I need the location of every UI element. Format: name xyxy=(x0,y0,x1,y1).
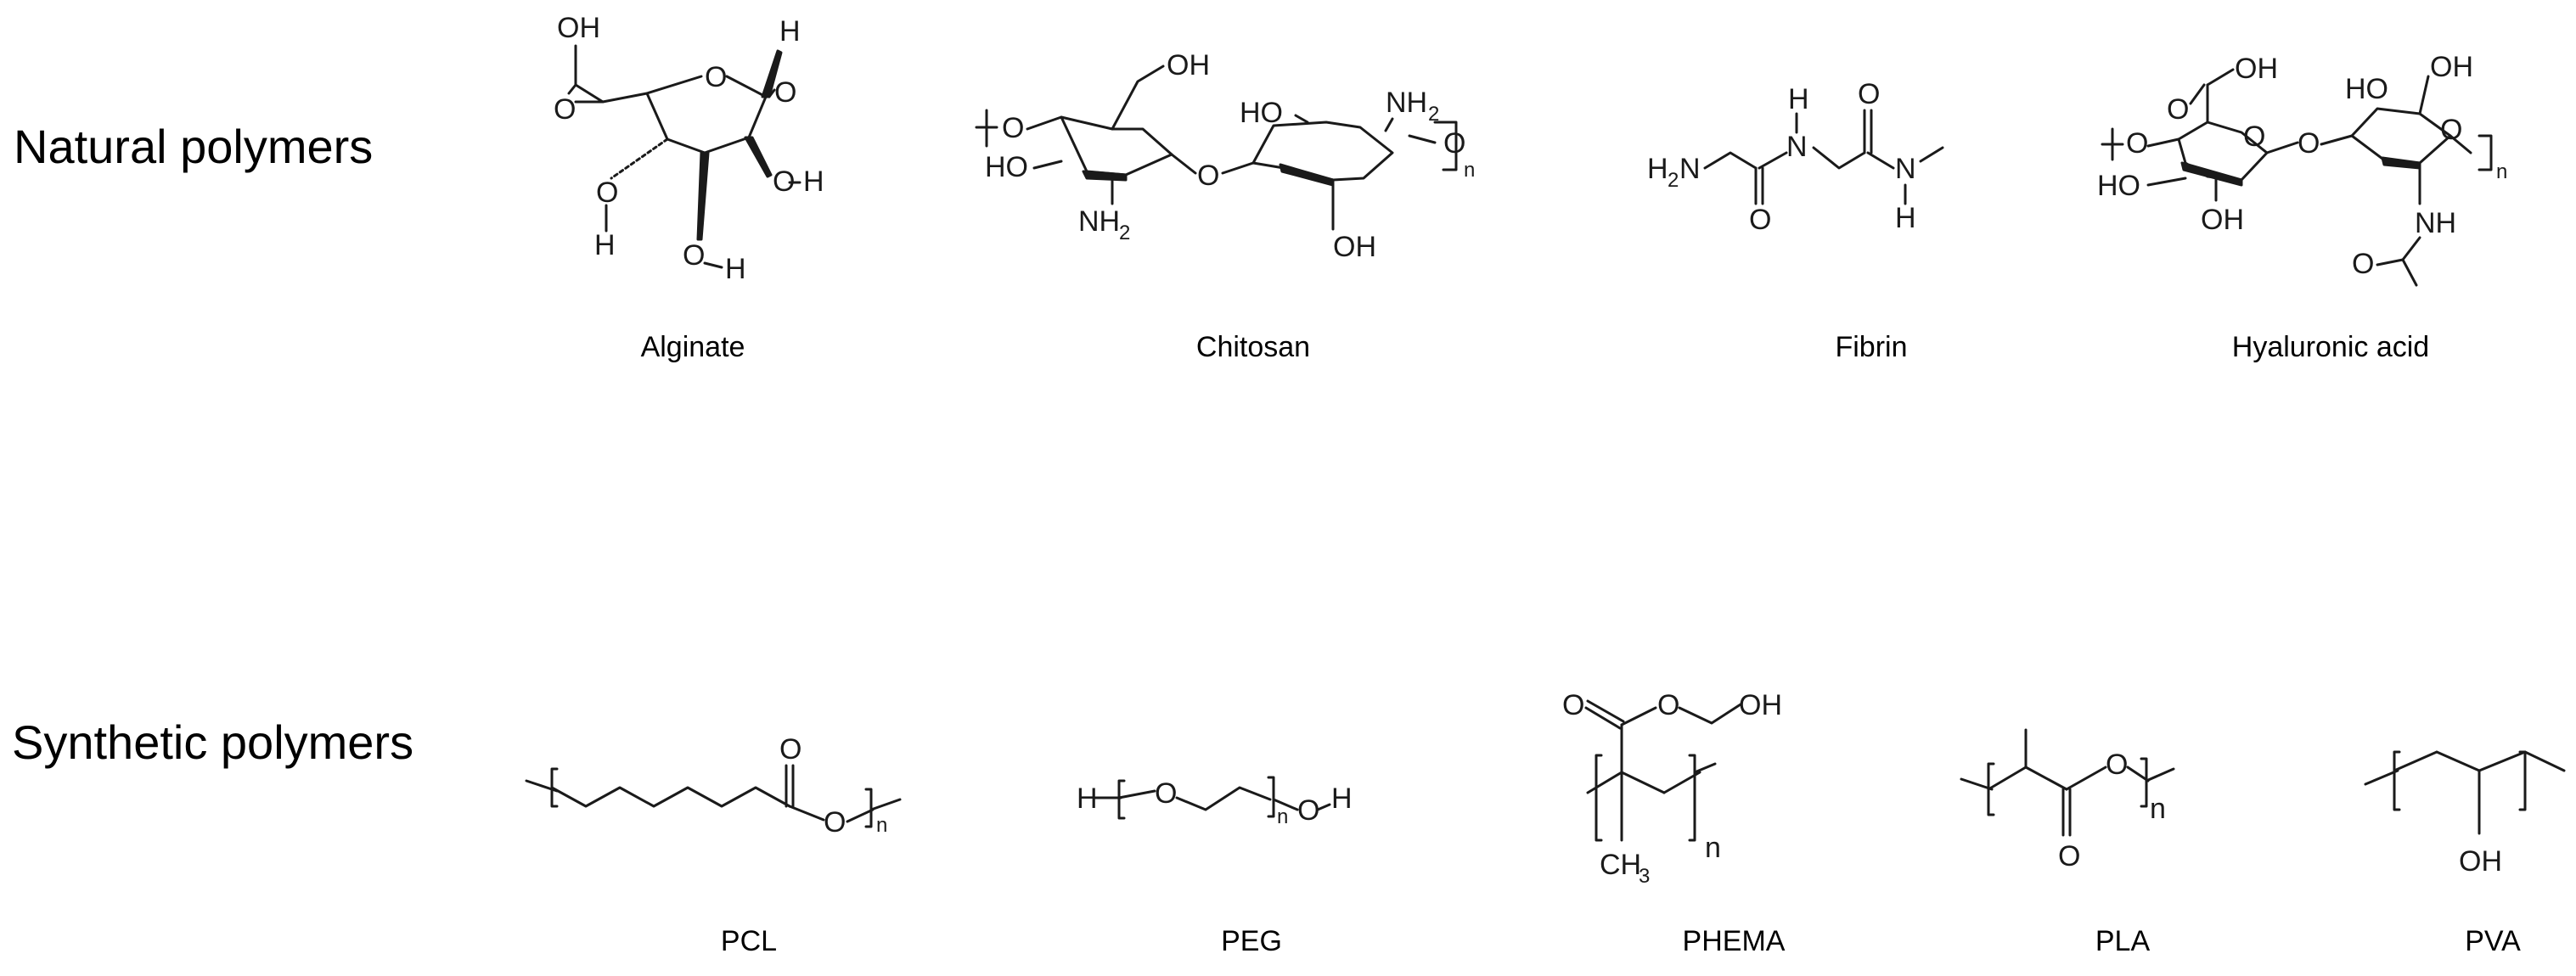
svg-text:O: O xyxy=(2298,127,2320,160)
svg-text:3: 3 xyxy=(1639,865,1650,888)
svg-text:OH: OH xyxy=(2235,53,2278,85)
svg-text:n: n xyxy=(1277,805,1288,828)
hyaluronic-acid-caption: Hyaluronic acid xyxy=(2231,331,2430,363)
svg-text:H: H xyxy=(1077,782,1098,815)
svg-text:OH: OH xyxy=(2459,845,2502,878)
chitosan-caption: Chitosan xyxy=(1195,331,1311,363)
svg-text:HO: HO xyxy=(985,151,1028,183)
pva-structure: OH xyxy=(2364,750,2566,878)
svg-text:H: H xyxy=(1647,153,1668,185)
svg-text:n: n xyxy=(2150,793,2166,825)
svg-text:O: O xyxy=(2243,121,2265,153)
svg-text:O: O xyxy=(824,806,846,839)
svg-text:HO: HO xyxy=(2097,170,2140,202)
svg-text:NH: NH xyxy=(1386,87,1427,119)
pla-caption: PLA xyxy=(2095,925,2151,957)
svg-text:n: n xyxy=(876,814,887,837)
peg-caption: PEG xyxy=(1221,925,1282,957)
svg-text:O: O xyxy=(1197,160,1219,192)
svg-text:H: H xyxy=(1895,202,1916,234)
svg-text:N: N xyxy=(1895,153,1916,185)
svg-text:O: O xyxy=(1443,127,1465,160)
svg-text:OH: OH xyxy=(1167,49,1210,81)
svg-text:O: O xyxy=(2126,127,2148,160)
svg-text:H: H xyxy=(1788,83,1809,115)
svg-text:O: O xyxy=(1562,689,1584,721)
svg-text:O: O xyxy=(1657,689,1679,721)
svg-text:n: n xyxy=(2496,160,2507,183)
svg-text:H: H xyxy=(779,15,801,48)
svg-text:O: O xyxy=(554,93,576,126)
svg-text:O: O xyxy=(2352,248,2374,280)
hyaluronic-acid-structure: O OH O O HO OH O HO OH O n NH O xyxy=(2097,51,2507,287)
svg-text:O: O xyxy=(2440,114,2462,146)
svg-text:O: O xyxy=(1297,794,1319,827)
svg-text:O: O xyxy=(596,177,618,209)
svg-text:H: H xyxy=(594,229,616,261)
svg-text:OH: OH xyxy=(2430,51,2473,83)
svg-text:OH: OH xyxy=(557,12,600,44)
svg-text:OH: OH xyxy=(1739,689,1782,721)
svg-text:OH: OH xyxy=(2201,204,2244,236)
svg-text:H: H xyxy=(1331,782,1353,815)
svg-text:2: 2 xyxy=(1668,169,1679,192)
svg-text:CH: CH xyxy=(1600,849,1641,881)
svg-text:NH: NH xyxy=(2415,207,2456,239)
svg-text:O: O xyxy=(1002,112,1024,144)
pcl-caption: PCL xyxy=(720,925,778,957)
svg-text:OH: OH xyxy=(1333,231,1376,263)
svg-text:O: O xyxy=(1858,78,1880,110)
svg-text:HO: HO xyxy=(1240,97,1283,129)
synthetic-polymers-label: Synthetic polymers xyxy=(12,715,414,769)
svg-text:H: H xyxy=(803,165,824,198)
svg-text:n: n xyxy=(1705,832,1721,864)
svg-text:N: N xyxy=(1786,131,1808,163)
peg-structure: H O n O H xyxy=(1077,776,1353,828)
svg-text:2: 2 xyxy=(1428,103,1439,126)
natural-polymers-label: Natural polymers xyxy=(14,120,374,173)
alginate-caption: Alginate xyxy=(640,331,745,363)
chitosan-structure: O OH HO NH 2 O HO NH 2 O OH n xyxy=(975,49,1475,263)
fibrin-structure: H 2 N O N H O N H xyxy=(1647,78,1944,236)
alginate-structure: OH O H O O O H O H O H xyxy=(554,12,824,285)
svg-text:O: O xyxy=(774,76,796,109)
pla-structure: O O n xyxy=(1960,728,2175,872)
svg-text:2: 2 xyxy=(1119,222,1130,244)
svg-text:O: O xyxy=(683,239,705,272)
svg-text:O: O xyxy=(705,61,727,93)
svg-text:N: N xyxy=(1679,153,1701,185)
svg-text:n: n xyxy=(1464,159,1475,182)
svg-text:HO: HO xyxy=(2345,73,2388,105)
svg-text:O: O xyxy=(1155,777,1177,810)
svg-text:O: O xyxy=(2106,749,2128,781)
fibrin-caption: Fibrin xyxy=(1835,331,1908,363)
phema-caption: PHEMA xyxy=(1682,925,1786,957)
svg-text:O: O xyxy=(779,733,801,766)
phema-structure: O O OH CH 3 n xyxy=(1562,689,1782,888)
svg-text:O: O xyxy=(2058,840,2080,872)
pva-caption: PVA xyxy=(2465,925,2521,957)
svg-text:O: O xyxy=(1749,204,1771,236)
svg-text:H: H xyxy=(725,253,746,285)
svg-text:O: O xyxy=(2167,93,2189,126)
pcl-structure: O O n xyxy=(525,733,902,839)
svg-text:NH: NH xyxy=(1078,205,1120,238)
